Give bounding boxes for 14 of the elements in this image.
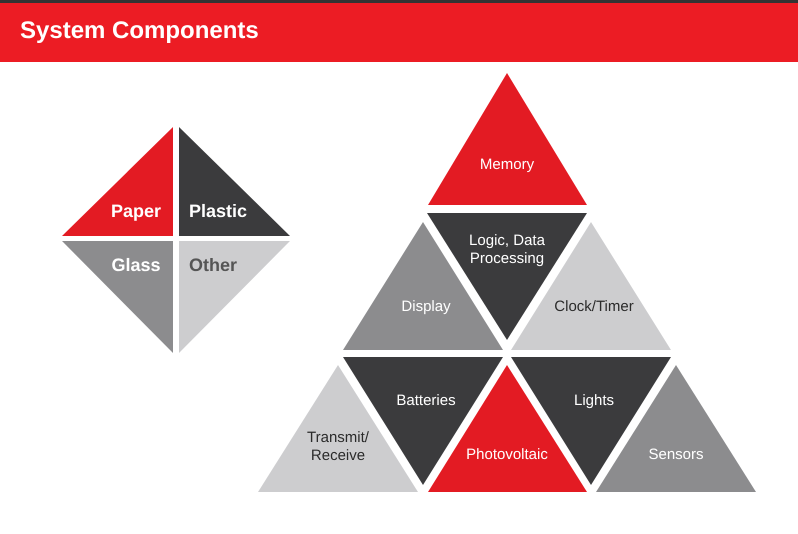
tile-label: Plastic (188, 202, 248, 220)
tile-label: Lights (574, 392, 614, 410)
tile-label: Clock/Timer (554, 298, 634, 316)
tile-label: Transmit/ Receive (306, 429, 370, 465)
tile-label: Logic, Data Processing (468, 232, 546, 268)
slide-title: System Components (20, 17, 259, 45)
tile-label: Glass (111, 256, 161, 274)
tile-label: Batteries (396, 392, 456, 410)
tile-label: Other (189, 256, 237, 274)
tile-label: Photovoltaic (466, 446, 548, 464)
tile-label: Sensors (648, 446, 704, 464)
tile-label: Display (401, 298, 451, 316)
tile-label: Memory (480, 156, 534, 174)
tile-label: Paper (110, 202, 162, 220)
